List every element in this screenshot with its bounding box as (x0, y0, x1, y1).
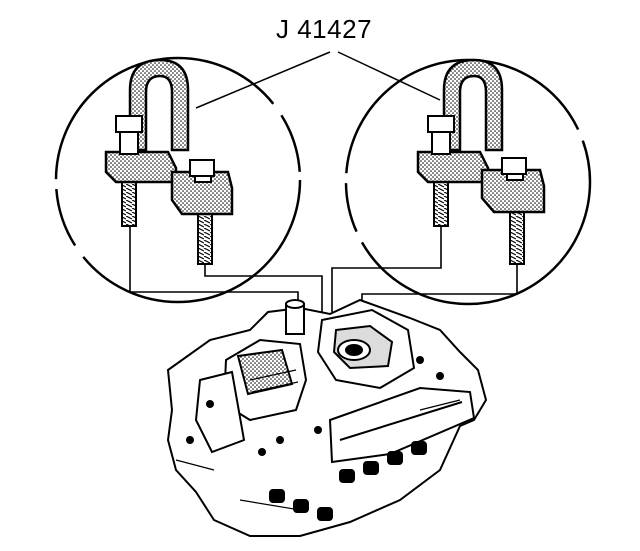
bolt-thread-right-1 (433, 181, 449, 227)
tool-number-label: J 41427 (276, 14, 373, 44)
lift-hook-right (442, 58, 504, 152)
detail-circle-left (54, 56, 302, 304)
bolt-thread-right-2 (509, 211, 525, 265)
bracket-block-left-b (170, 170, 234, 216)
bracket-block-left-a (104, 150, 178, 184)
lift-hook-left (128, 58, 190, 152)
bolt-head-icon (115, 115, 215, 183)
bolt-thread-left-1 (121, 181, 137, 227)
bolt-thread-left-2 (197, 213, 213, 265)
lift-bracket-right (331, 58, 592, 318)
bracket-block-right-b (480, 168, 546, 214)
bolt-head-icon (427, 115, 527, 181)
bracket-block-right-a (416, 150, 490, 184)
leader-lines (195, 51, 441, 109)
engine-block (166, 298, 488, 537)
